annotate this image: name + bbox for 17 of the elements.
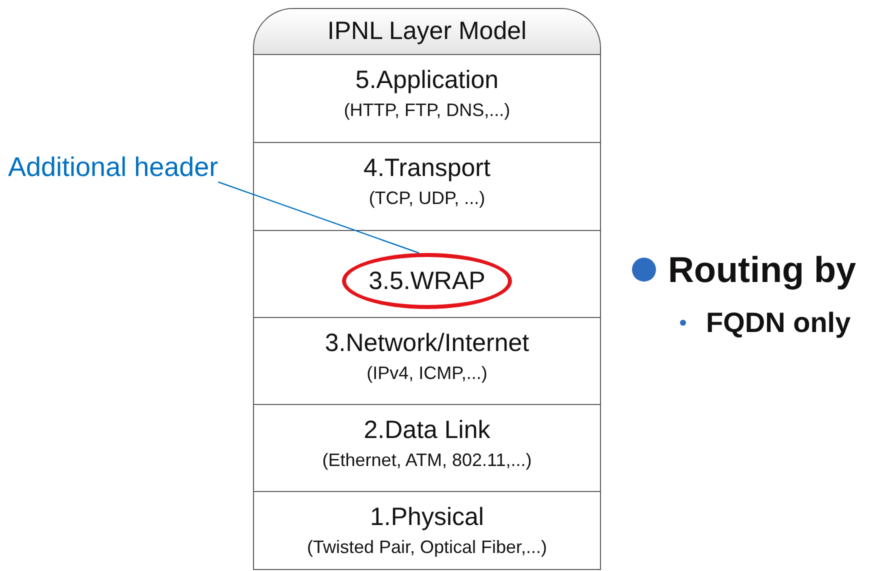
leader-line [218,181,420,254]
layer-title: 3.Network/Internet [324,328,530,358]
protocol-list: (TCP, UDP, ...) [368,187,486,209]
protocol-list: (IPv4, ICMP,...) [366,362,488,384]
layer-stack-panel [253,8,601,570]
layer-title: 1.Physical [370,502,484,532]
protocol-list: (Ethernet, ATM, 802.11,...) [322,449,532,471]
highlight-ellipse: 3.5.WRAP [342,253,512,309]
layer-title: 4.Transport [364,153,490,183]
panel-title: IPNL Layer Model [327,16,527,46]
bullet-text: Routing by [668,248,856,291]
bullet-text: FQDN only [706,306,851,340]
protocol-list: (Twisted Pair, Optical Fiber,...) [306,536,548,558]
layer-title: 2.Data Link [364,415,490,445]
layer-title: 5.Application [355,65,499,95]
callout-text: Additional header [8,150,218,184]
protocol-list: (HTTP, FTP, DNS,...) [344,99,510,121]
